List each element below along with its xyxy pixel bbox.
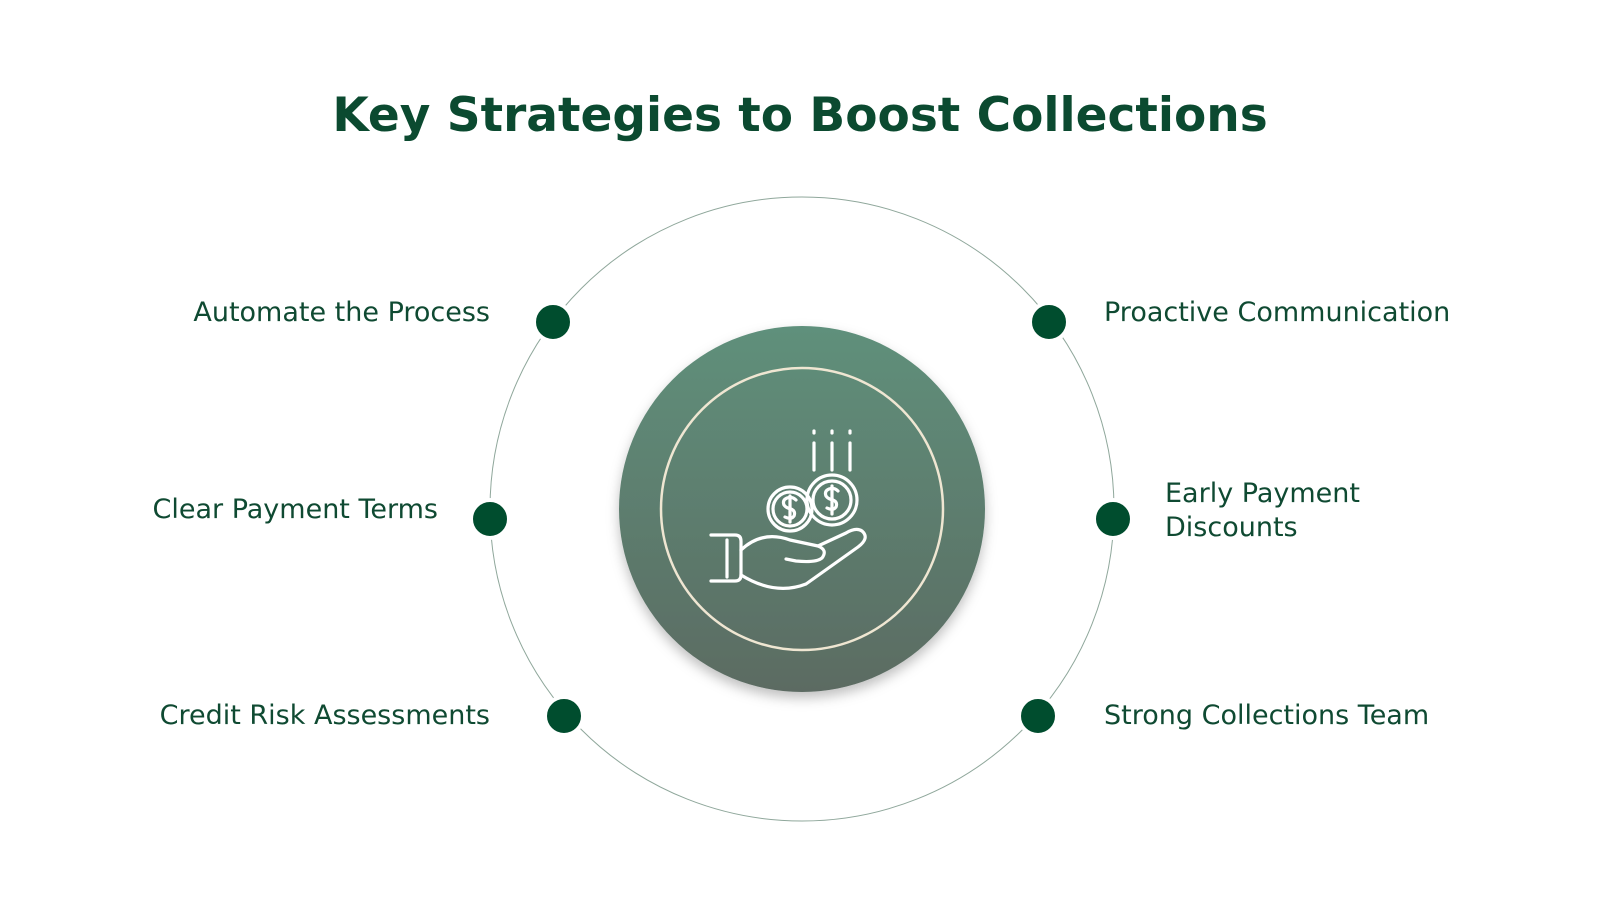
strategy-node xyxy=(469,498,511,540)
strategy-node xyxy=(1017,695,1059,737)
center-disc xyxy=(619,326,985,692)
center-inner-ring xyxy=(659,366,945,652)
strategy-node xyxy=(1028,301,1070,343)
strategy-nodes xyxy=(469,301,1134,737)
strategy-label: Proactive Communication xyxy=(1104,297,1451,328)
strategy-label: Early Payment Discounts xyxy=(1165,478,1360,543)
strategy-label: Clear Payment Terms xyxy=(152,494,439,525)
strategy-node xyxy=(1092,498,1134,540)
page-title: Key Strategies to Boost Collections xyxy=(332,88,1268,143)
hand-holding-coins-icon xyxy=(709,429,867,590)
strategy-node xyxy=(543,695,585,737)
strategy-label: Credit Risk Assessments xyxy=(159,700,490,731)
strategy-node xyxy=(532,301,574,343)
strategy-label: Automate the Process xyxy=(193,297,490,328)
strategy-label: Strong Collections Team xyxy=(1104,700,1430,731)
